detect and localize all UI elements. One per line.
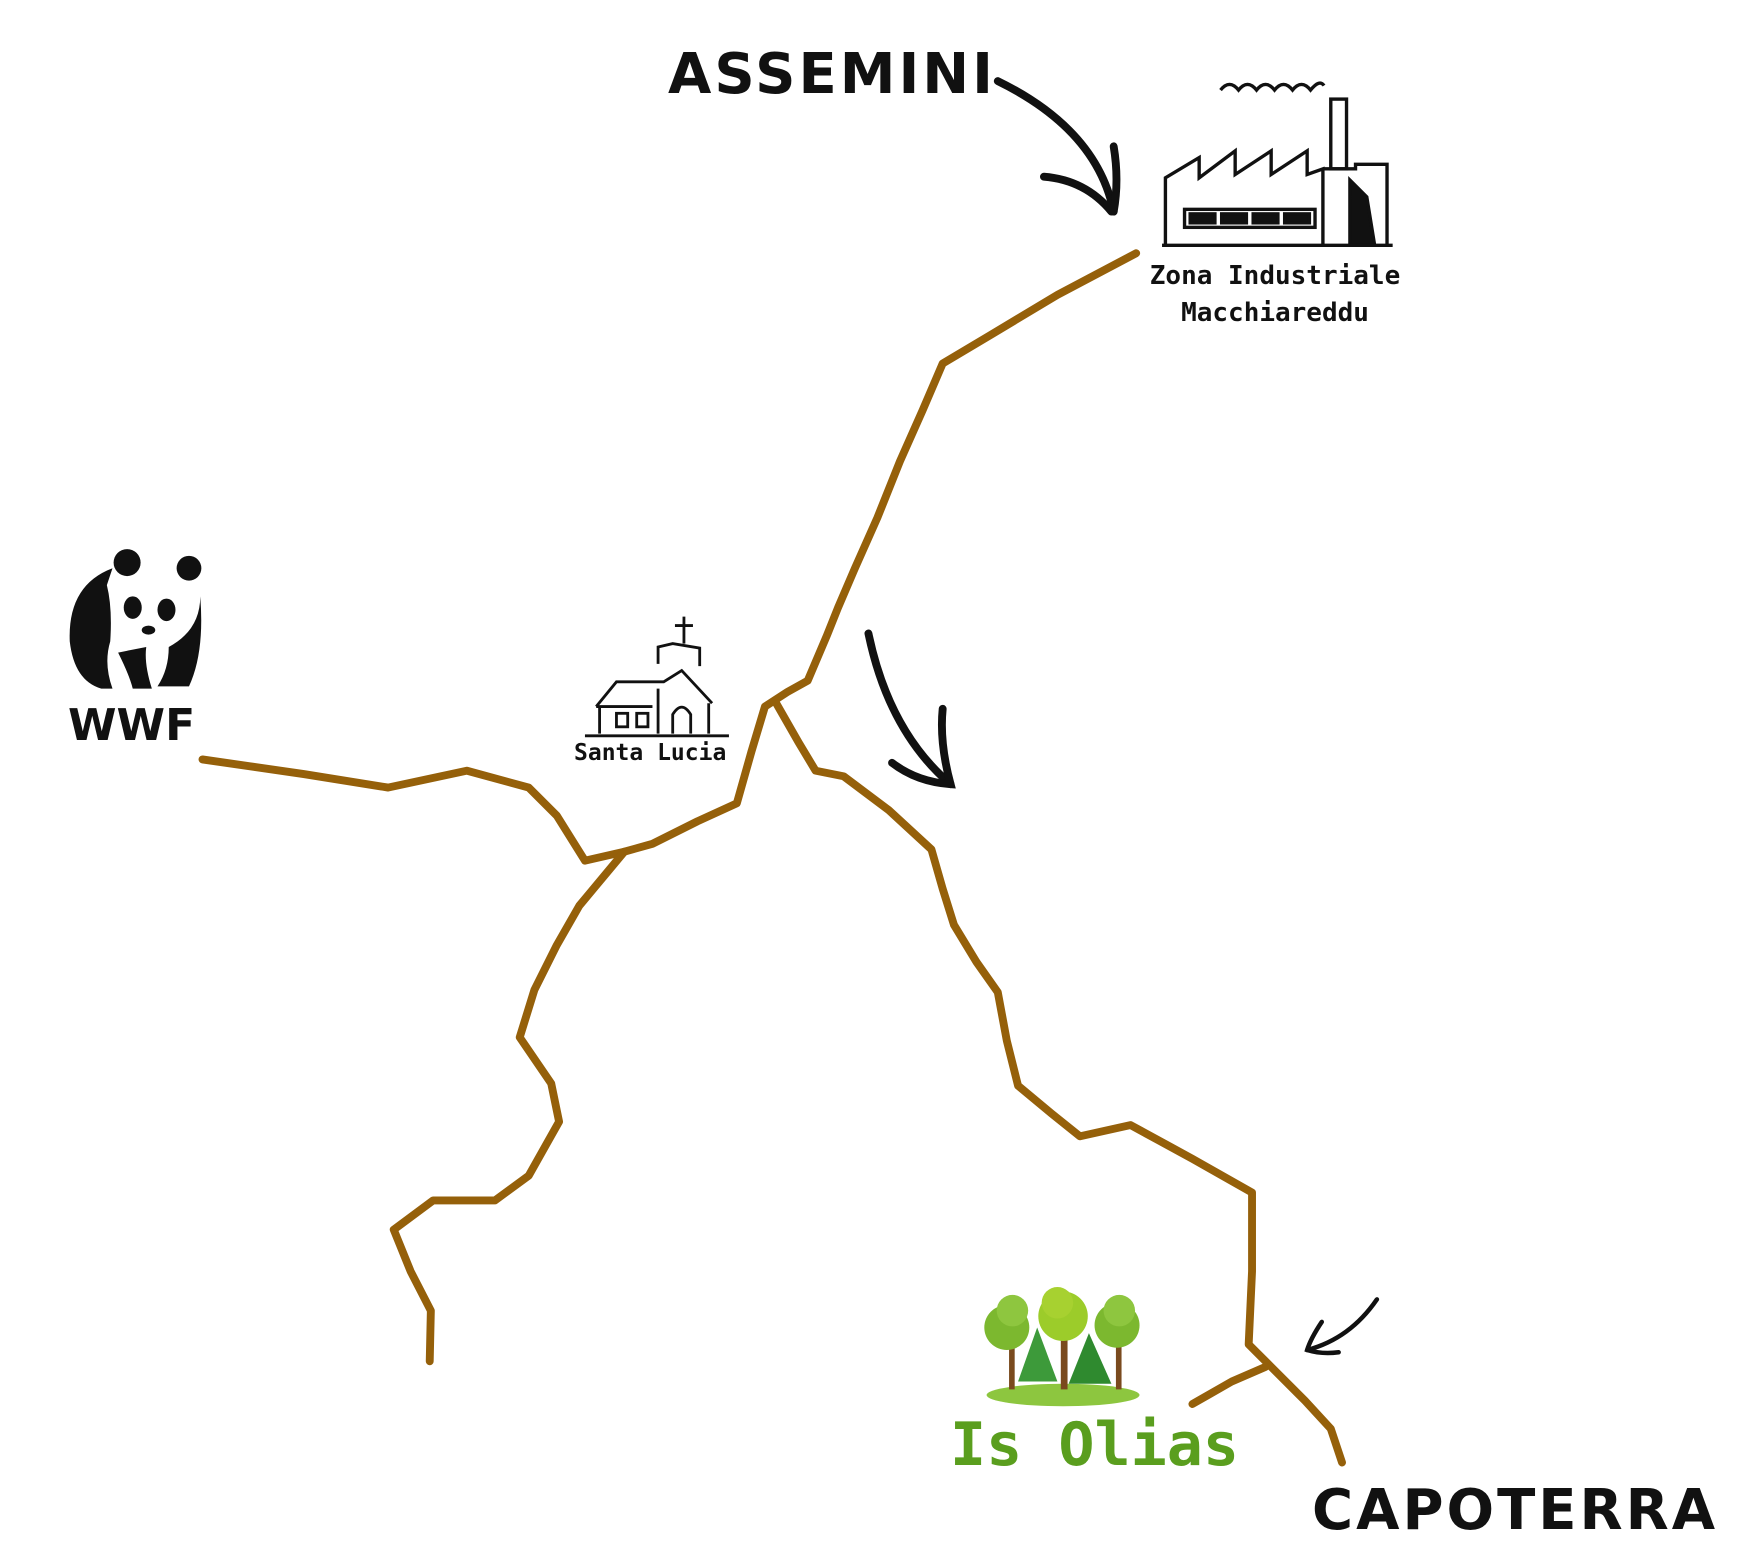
trees-icon [984,1287,1140,1407]
arrow-icon [993,77,1121,216]
trail-is-olias-spur [1188,1362,1270,1408]
trail-south-west [389,847,629,1366]
arrow-icon [1304,1297,1380,1356]
place-label-santa-lucia: Santa Lucia [574,740,727,766]
church-icon [584,616,729,738]
arrow-icon [864,629,956,789]
wwf-panda-logo [69,549,202,689]
place-label-capoterra: CAPOTERRA [1312,1478,1719,1543]
place-label-assemini: ASSEMINI [668,42,997,107]
place-label-zona-industriale: Zona Industriale Macchiareddu [1110,258,1440,332]
zona-line-2: Macchiareddu [1181,298,1369,328]
trail-main [198,249,1141,865]
trail-south-east [772,699,1346,1467]
place-label-is-olias: Is Olias [950,1410,1239,1480]
zona-line-1: Zona Industriale [1149,261,1401,291]
wwf-logo-text: WWF [68,700,196,751]
factory-icon [1162,81,1393,248]
